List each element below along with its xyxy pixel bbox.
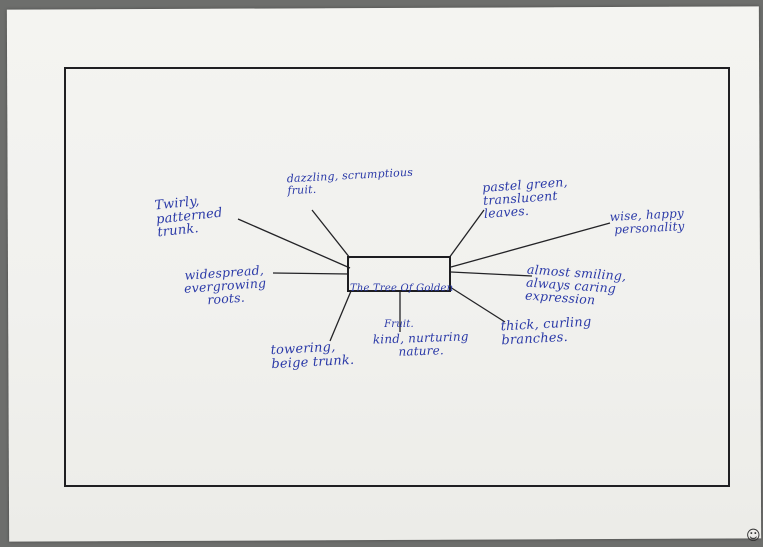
center-line-1: The Tree Of Golden	[350, 283, 454, 294]
branch-smiling: almost smiling, always caring expression	[524, 261, 627, 308]
center-node-box	[347, 256, 451, 292]
center-node-label: The Tree Of Golden Fruit.	[350, 259, 453, 330]
branch-twirly: Twirly, patterned trunk.	[153, 193, 224, 241]
drawn-border	[64, 67, 730, 487]
center-line-2: Fruit.	[384, 319, 414, 330]
branch-widespread: widespread, evergrowing roots.	[183, 262, 267, 308]
branch-wise: wise, happy personality	[609, 206, 685, 237]
corner-mark-icon: ☺	[746, 528, 761, 544]
branch-thick: thick, curling branches.	[500, 314, 592, 348]
branch-kind: kind, nurturing nature.	[372, 329, 469, 359]
branch-towering: towering, beige trunk.	[270, 339, 355, 372]
branch-pastel: pastel green, translucent leaves.	[481, 174, 569, 222]
